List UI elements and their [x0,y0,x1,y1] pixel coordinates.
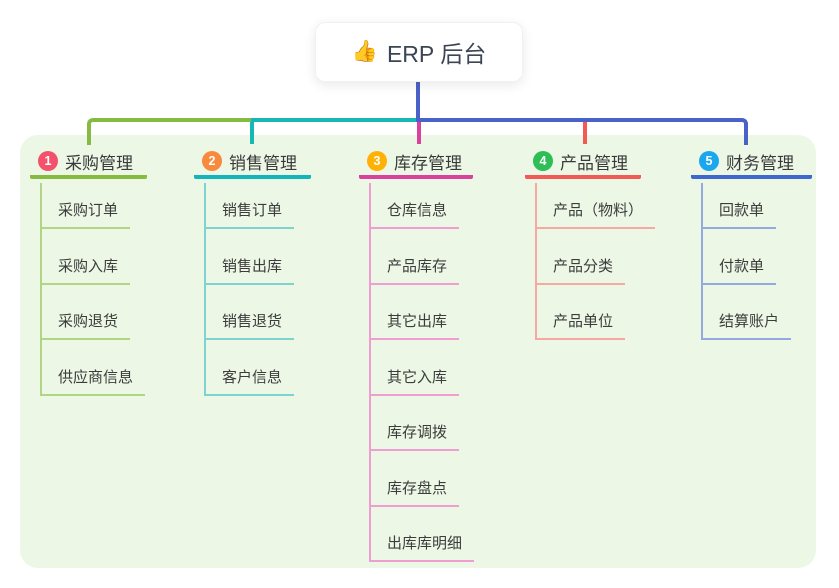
branch-1-label: 采购管理 [65,153,133,173]
connector-branch-4-drop [583,122,587,144]
branch-4-child-line [535,183,537,340]
connector-branch-5 [416,118,748,145]
child-node[interactable]: 产品分类 [535,229,626,285]
branch-5-children: 回款单 付款单 结算账户 [701,183,792,340]
child-node[interactable]: 其它入库 [369,340,460,396]
branches-background-panel [20,135,816,568]
root-node[interactable]: 👍 ERP 后台 [315,22,523,82]
child-node[interactable]: 付款单 [701,229,777,285]
child-node[interactable]: 销售订单 [204,183,295,229]
branch-3-label: 库存管理 [394,153,462,173]
branch-5-header[interactable]: 5 财务管理 [691,147,812,179]
branch-3-number-badge: 3 [367,151,387,171]
child-node[interactable]: 产品库存 [369,229,460,285]
child-node[interactable]: 产品（物料） [535,183,656,229]
branch-2-child-line [204,183,206,396]
child-node[interactable]: 回款单 [701,183,777,229]
branch-1-child-line [40,183,42,396]
child-node[interactable]: 销售退货 [204,285,295,340]
connector-branch-3-drop [417,122,421,144]
child-node[interactable]: 销售出库 [204,229,295,285]
branch-4-number-badge: 4 [533,151,553,171]
child-node[interactable]: 采购订单 [40,183,131,229]
branch-5-label: 财务管理 [726,153,794,173]
branch-2-label: 销售管理 [229,153,297,173]
branch-5-number-badge: 5 [699,151,719,171]
child-node[interactable]: 产品单位 [535,285,626,340]
child-node[interactable]: 采购退货 [40,285,131,340]
branch-3-header[interactable]: 3 库存管理 [359,147,473,179]
connector-horizontal-teal [251,118,418,122]
branch-2-header[interactable]: 2 销售管理 [194,147,311,179]
connector-branch-1 [87,118,252,145]
branch-2-children: 销售订单 销售出库 销售退货 客户信息 [204,183,295,396]
child-node[interactable]: 仓库信息 [369,183,460,229]
thumbs-up-icon: 👍 [351,40,378,63]
root-node-label: ERP 后台 [386,41,487,67]
child-node[interactable]: 采购入库 [40,229,131,285]
branch-4-header[interactable]: 4 产品管理 [525,147,641,179]
branch-1-header[interactable]: 1 采购管理 [30,147,147,179]
child-node[interactable]: 供应商信息 [40,340,146,396]
branch-4-label: 产品管理 [560,153,628,173]
child-node[interactable]: 库存调拨 [369,396,460,451]
child-node[interactable]: 结算账户 [701,285,792,340]
connector-root-drop [416,82,420,118]
branch-3-child-line [369,183,371,562]
child-node[interactable]: 其它出库 [369,285,460,340]
child-node[interactable]: 库存盘点 [369,451,460,507]
branch-1-number-badge: 1 [38,151,58,171]
child-node[interactable]: 客户信息 [204,340,295,396]
child-node[interactable]: 出库库明细 [369,507,475,562]
branch-5-child-line [701,183,703,340]
branch-3-children: 仓库信息 产品库存 其它出库 其它入库 库存调拨 库存盘点 出库库明细 [369,183,475,562]
branch-2-number-badge: 2 [202,151,222,171]
branch-1-children: 采购订单 采购入库 采购退货 供应商信息 [40,183,146,396]
connector-branch-2-drop [250,122,254,144]
branch-4-children: 产品（物料） 产品分类 产品单位 [535,183,656,340]
